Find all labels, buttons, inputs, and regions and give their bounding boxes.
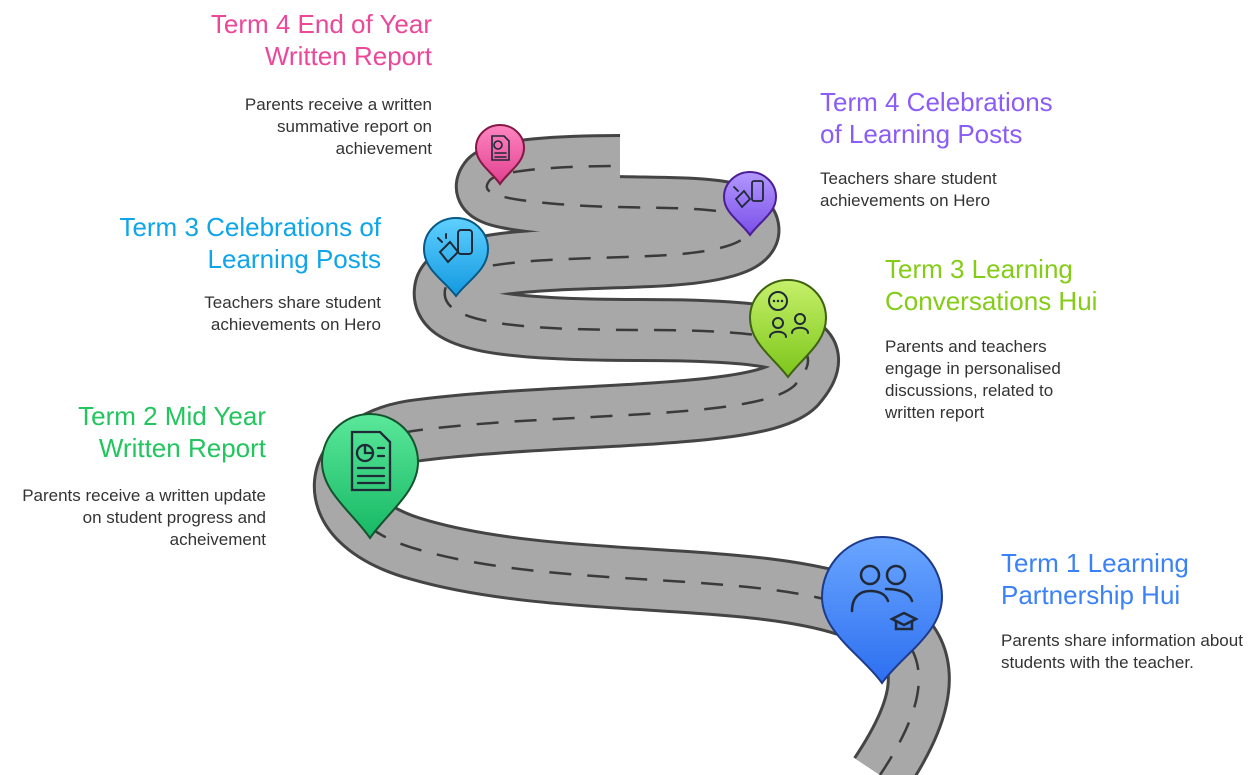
- milestone-title-term-2: Term 2 Mid Year Written Report: [78, 401, 266, 463]
- celebration-icon: [437, 229, 473, 264]
- parent-teacher-icon: [850, 564, 919, 631]
- milestone-title-term-3-celebrations: Term 3 Celebrations of Learning Posts: [119, 212, 381, 274]
- milestone-title-term-4-report: Term 4 End of Year Written Report: [210, 9, 432, 71]
- milestone-desc-term-2: Parents receive a written update on stud…: [22, 486, 266, 549]
- milestone-desc-term-3-conversations: Parents and teachers engage in personali…: [885, 337, 1061, 422]
- pin-term-4-report: [474, 123, 526, 186]
- milestone-desc-term-4-celebrations: Teachers share student achievements on H…: [820, 169, 997, 210]
- report-icon: [491, 135, 510, 161]
- conversation-icon: [768, 291, 809, 338]
- road: [312, 134, 951, 775]
- pin-term-4-celebrations: [722, 170, 778, 237]
- milestone-desc-term-1: Parents share information about students…: [1001, 631, 1243, 672]
- celebration-icon: [733, 180, 764, 209]
- milestone-desc-term-4-report: Parents receive a written summative repo…: [244, 95, 432, 158]
- milestone-title-term-1: Term 1 Learning Partnership Hui: [1001, 548, 1189, 610]
- report-icon: [350, 430, 392, 492]
- milestone-desc-term-3-celebrations: Teachers share student achievements on H…: [204, 293, 381, 334]
- pin-term-3-celebrations: [422, 216, 490, 298]
- pin-term-3-conversations: [748, 278, 828, 379]
- milestone-title-term-4-celebrations: Term 4 Celebrations of Learning Posts: [820, 87, 1053, 149]
- pin-term-1: [820, 535, 944, 685]
- pin-term-2: [320, 412, 420, 540]
- milestone-title-term-3-conversations: Term 3 Learning Conversations Hui: [885, 254, 1098, 316]
